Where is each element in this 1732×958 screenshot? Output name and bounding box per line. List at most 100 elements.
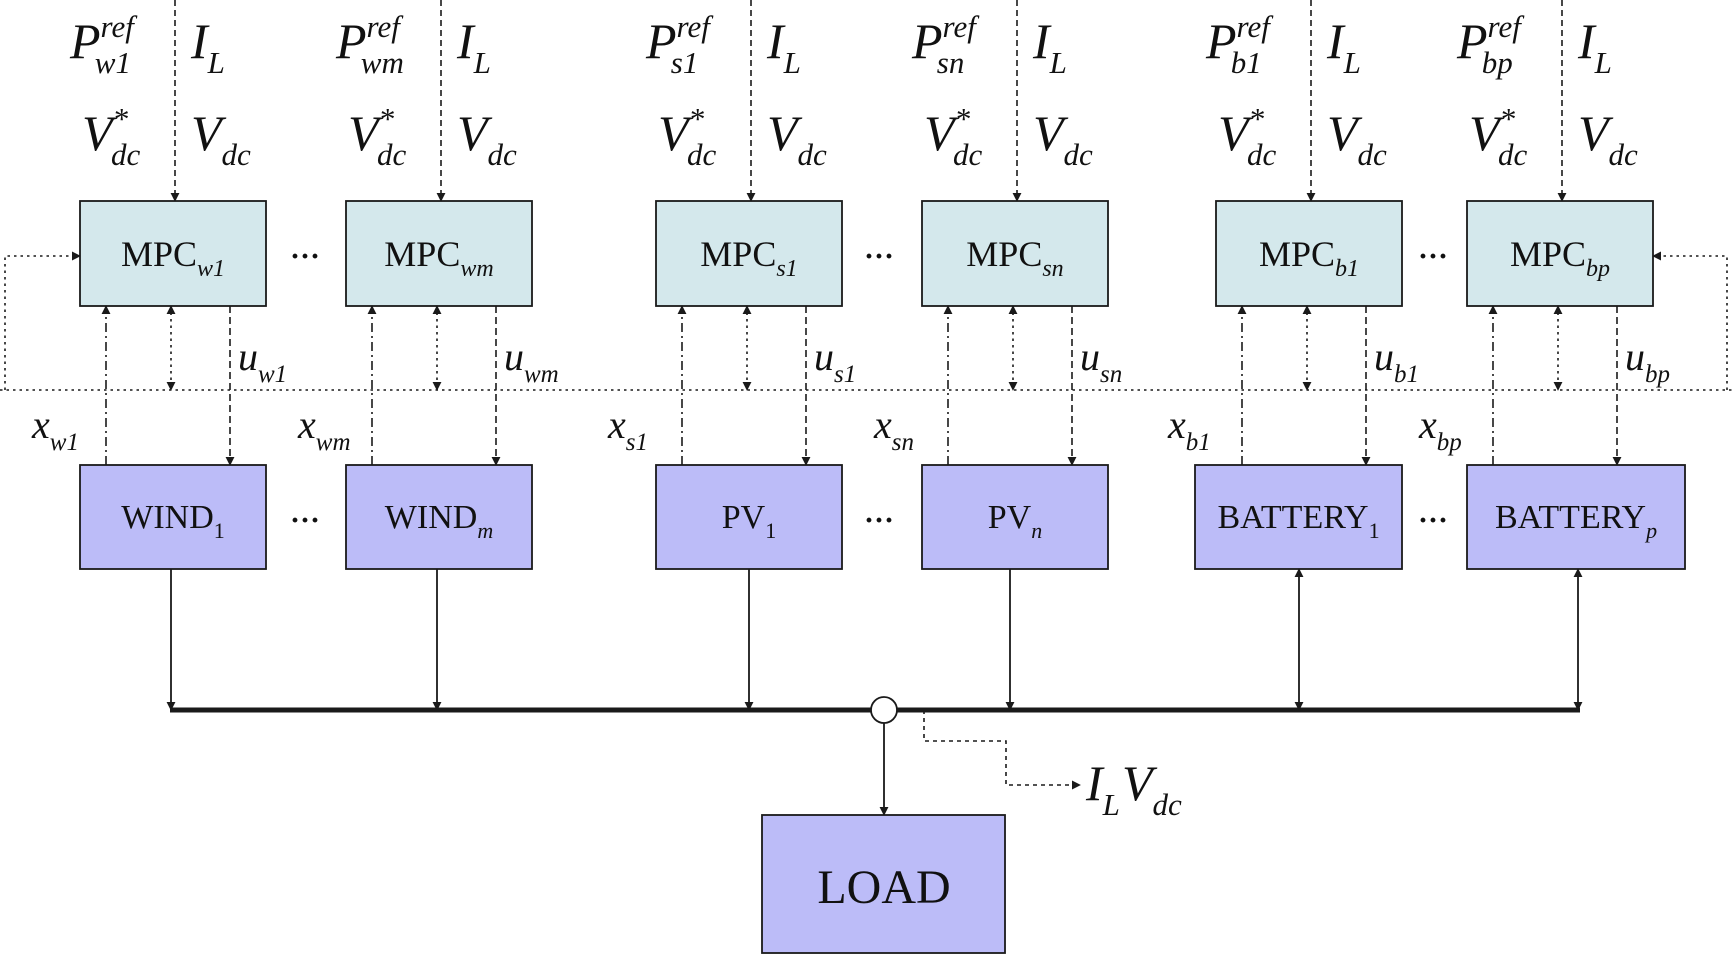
source-label-battery-2-base: BATTERY <box>1495 499 1646 536</box>
source-label-pv-1: PV1 <box>722 499 776 543</box>
p-ref-label-pv-1-sup: ref <box>677 9 715 44</box>
vdc-star-label-wind-2-sub: dc <box>377 137 407 172</box>
vdc-star-label-battery-2-sup: * <box>1500 101 1516 136</box>
il-label-battery-1-sub: L <box>1343 45 1361 80</box>
vdc-star-label-pv-1: V*dc <box>658 101 716 172</box>
x-label-wind-1-base: x <box>31 402 50 447</box>
u-label-pv-1-base: u <box>814 334 834 379</box>
feedback-left-arrow <box>4 251 81 390</box>
x-label-pv-1-base: x <box>607 402 626 447</box>
p-ref-label-battery-1-sub: b1 <box>1231 45 1262 80</box>
il-label-pv-2-base: I <box>1032 13 1052 69</box>
mpc-label-battery-2-sub: bp <box>1586 256 1610 282</box>
p-ref-label-battery-2-sup: ref <box>1488 9 1526 44</box>
x-label-pv-1: xs1 <box>607 402 648 456</box>
il-label-wind-1: IL <box>190 13 225 80</box>
vdc-label-wind-2-base: V <box>457 105 493 161</box>
source-box-pv-2 <box>921 464 1109 570</box>
mpc-label-battery-1-base: MPC <box>1259 234 1335 274</box>
x-label-wind-2-base: x <box>297 402 316 447</box>
vdc-label-wind-2-sub: dc <box>488 137 518 172</box>
ellipsis-mpc-pv: ··· <box>864 240 894 273</box>
vdc-star-label-wind-2-sup: * <box>379 101 395 136</box>
u-label-wind-2: uwm <box>504 334 559 388</box>
vdc-label-battery-1-sub: dc <box>1358 137 1388 172</box>
vdc-star-label-wind-2: V*dc <box>348 101 406 172</box>
u-label-battery-1-base: u <box>1374 334 1394 379</box>
mpc-label-wind-1-base: MPC <box>121 234 197 274</box>
x-label-battery-1: xb1 <box>1167 402 1211 456</box>
vdc-label-battery-2: Vdc <box>1578 105 1638 172</box>
vdc-label-pv-2-base: V <box>1033 105 1069 161</box>
vdc-label-battery-1: Vdc <box>1327 105 1387 172</box>
vdc-label-pv-1: Vdc <box>767 105 827 172</box>
mpc-label-pv-1-sub: s1 <box>776 256 797 282</box>
vdc-star-label-battery-1-sub: dc <box>1247 137 1277 172</box>
source-label-pv-2: PVn <box>988 499 1042 543</box>
il-label-battery-1-base: I <box>1326 13 1346 69</box>
p-ref-label-wind-2-sub: wm <box>361 45 404 80</box>
u-label-battery-2-sub: bp <box>1645 361 1670 388</box>
ellipsis-source-battery: ··· <box>1418 504 1448 537</box>
mpc-box-pv-1 <box>655 200 843 307</box>
u-label-wind-2-base: u <box>504 334 524 379</box>
x-label-battery-2-sub: bp <box>1437 429 1462 456</box>
mpc-label-battery-2-base: MPC <box>1510 234 1586 274</box>
x-label-battery-1-sub: b1 <box>1186 429 1211 456</box>
p-ref-label-wind-2-sup: ref <box>367 9 405 44</box>
source-label-wind-1: WIND1 <box>121 499 225 543</box>
vdc-star-label-battery-1-sup: * <box>1249 101 1265 136</box>
source-label-wind-1-sub: 1 <box>214 518 225 543</box>
il-label-pv-2: IL <box>1032 13 1067 80</box>
il-label-pv-1-sub: L <box>783 45 801 80</box>
il-label-battery-2: IL <box>1577 13 1612 80</box>
p-ref-label-wind-2-base: P <box>335 13 367 69</box>
x-label-pv-1-sub: s1 <box>626 429 648 456</box>
u-label-wind-1-sub: w1 <box>258 361 287 388</box>
source-box-wind-1 <box>79 464 267 570</box>
source-box-battery-1 <box>1194 464 1403 570</box>
vdc-label-battery-2-base: V <box>1578 105 1614 161</box>
vdc-label-pv-1-base: V <box>767 105 803 161</box>
feedback-right-arrow <box>1652 251 1728 390</box>
x-label-pv-2-sub: sn <box>892 429 914 456</box>
source-label-battery-2: BATTERYp <box>1495 499 1657 543</box>
vdc-star-label-wind-1-base: V <box>82 105 118 161</box>
output-il-label-base: I <box>1085 755 1105 811</box>
source-label-battery-2-sub: p <box>1644 518 1657 543</box>
mpc-box-wind-2 <box>345 200 533 307</box>
mpc-label-pv-2-base: MPC <box>966 234 1042 274</box>
source-box-wind-2 <box>345 464 533 570</box>
vdc-star-label-pv-2-base: V <box>924 105 960 161</box>
mpc-label-pv-2: MPCsn <box>966 234 1063 282</box>
output-il-label: IL <box>1085 755 1120 822</box>
source-label-pv-2-sub: n <box>1031 518 1042 543</box>
p-ref-label-wind-1-base: P <box>69 13 101 69</box>
p-ref-label-wind-1-sub: w1 <box>95 45 131 80</box>
source-label-battery-1-base: BATTERY <box>1217 499 1368 536</box>
vdc-star-label-battery-2-base: V <box>1469 105 1505 161</box>
il-label-battery-2-sub: L <box>1594 45 1612 80</box>
u-label-pv-2-base: u <box>1080 334 1100 379</box>
vdc-label-wind-1-base: V <box>191 105 227 161</box>
source-label-wind-2: WINDm <box>385 499 493 543</box>
output-il-label-sub: L <box>1102 787 1120 822</box>
x-label-battery-1-base: x <box>1167 402 1186 447</box>
vdc-label-wind-1-sub: dc <box>222 137 252 172</box>
vdc-label-wind-1: Vdc <box>191 105 251 172</box>
p-ref-label-battery-1-base: P <box>1205 13 1237 69</box>
mpc-label-pv-1: MPCs1 <box>700 234 797 282</box>
vdc-star-label-battery-1: V*dc <box>1218 101 1276 172</box>
u-label-pv-2-sub: sn <box>1100 361 1122 388</box>
load-box <box>761 814 1006 954</box>
x-label-wind-1-sub: w1 <box>50 429 79 456</box>
il-label-wind-1-sub: L <box>207 45 225 80</box>
mpc-label-battery-1-sub: b1 <box>1335 256 1359 282</box>
vdc-star-label-pv-2-sub: dc <box>953 137 983 172</box>
ellipsis-source-wind: ··· <box>290 504 320 537</box>
